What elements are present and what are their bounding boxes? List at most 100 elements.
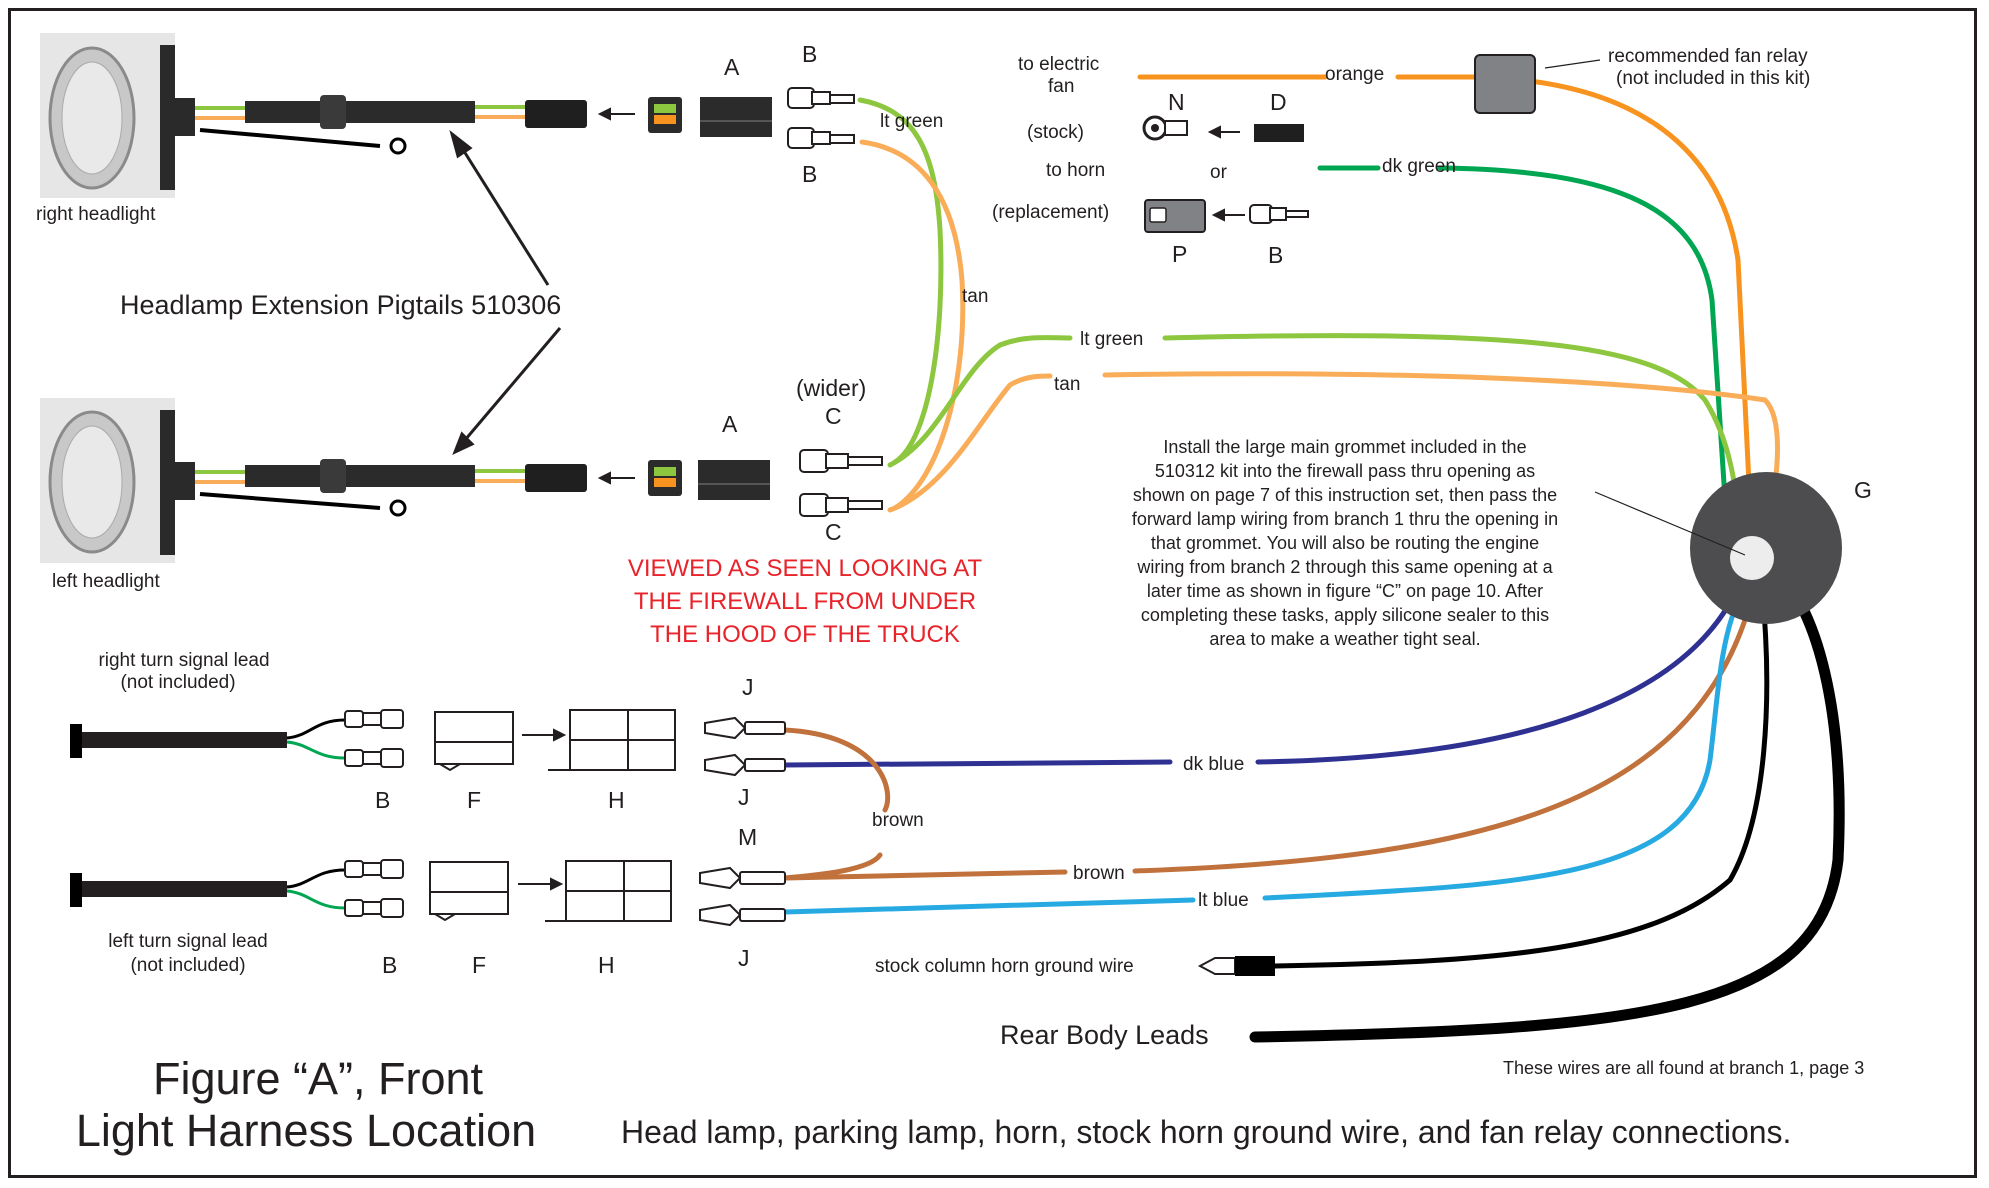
fan-label-2: fan [1048, 76, 1074, 97]
left-headlight-label: left headlight [52, 571, 160, 592]
wire-dk-blue [782, 759, 1173, 768]
wire-rear-body [1249, 554, 1845, 1043]
label-P: P [1172, 241, 1187, 267]
instruction-line: shown on page 7 of this instruction set,… [1133, 485, 1557, 505]
terminals-B-top [787, 87, 855, 149]
terminals-J-M [699, 716, 786, 927]
horn-ground-label: stock column horn ground wire [875, 956, 1134, 977]
instruction-line: area to make a weather tight seal. [1209, 629, 1480, 649]
wire-label-dk-blue: dk blue [1183, 754, 1244, 775]
wire-tan-top [859, 139, 966, 511]
wire-tan-run [1102, 371, 1781, 548]
right-turn-label-2: (not included) [120, 672, 235, 693]
stock-label: (stock) [1027, 122, 1084, 143]
wire-tan-c [887, 373, 1053, 513]
to-horn-label: to horn [1046, 160, 1105, 181]
instruction-line: Install the large main grommet included … [1163, 437, 1526, 457]
wire-lt-blue [1262, 567, 1758, 901]
right-turn-label-1: right turn signal lead [98, 650, 269, 671]
or-label: or [1210, 162, 1228, 183]
connector-A-top [700, 97, 772, 137]
label-C-lower: C [825, 519, 842, 545]
instruction-line: 510312 kit into the firewall pass thru o… [1155, 461, 1535, 481]
wire-label-lt-green-top: lt green [880, 111, 943, 132]
wire-brown-loop [782, 727, 891, 881]
wire-brown-run [782, 869, 1068, 881]
fan-label-1: to electric [1018, 54, 1099, 75]
label-G: G [1854, 477, 1872, 503]
instruction-line: later time as shown in figure “C” on pag… [1147, 581, 1543, 601]
wire-lt-green-top [857, 97, 944, 465]
label-B-horn: B [1268, 242, 1283, 268]
instruction-line: that grommet. You will also be routing t… [1151, 533, 1539, 553]
label-B-top-lower: B [802, 161, 817, 187]
pigtail-arrow-top [460, 147, 550, 286]
figure-title-1: Figure “A”, Front [153, 1053, 484, 1104]
figure-title-2: Light Harness Location [76, 1105, 536, 1156]
wire-label-orange: orange [1325, 64, 1384, 85]
figure-caption: Head lamp, parking lamp, horn, stock hor… [621, 1114, 1791, 1150]
label-H-right-turn: H [608, 787, 625, 813]
connector-D [1254, 124, 1304, 142]
instruction-leader [1594, 491, 1746, 556]
wire-dk-blue [1255, 567, 1748, 765]
right-pigtail [195, 95, 587, 155]
label-B-right-turn: B [375, 787, 390, 813]
left-turn-label-1: left turn signal lead [108, 931, 268, 952]
wire-lt-green-c [887, 335, 1073, 468]
relay-note-1: recommended fan relay [1608, 46, 1808, 67]
warning-line-3: THE HOOD OF THE TRUCK [650, 621, 960, 648]
label-J-bottom: J [738, 945, 750, 971]
connector-F-left [429, 861, 509, 915]
replacement-label: (replacement) [992, 202, 1109, 223]
rear-body-label: Rear Body Leads [1000, 1020, 1209, 1050]
wire-lt-green-run [1162, 333, 1743, 548]
pigtail-arrow-bottom [463, 327, 562, 441]
label-F-left-turn: F [472, 952, 486, 978]
left-turn-label-2: (not included) [130, 955, 245, 976]
label-C-wider: (wider) [796, 375, 866, 401]
connector-mate-top [648, 97, 682, 133]
label-A-bottom: A [722, 411, 738, 437]
terminal-B-horn [1249, 204, 1309, 224]
label-H-left-turn: H [598, 952, 615, 978]
wire-label-tan-run: tan [1054, 374, 1080, 395]
instruction-line: completing these tasks, apply silicone s… [1141, 605, 1549, 625]
connector-A-bottom [698, 460, 770, 500]
right-headlight-label: right headlight [36, 204, 156, 225]
wire-label-lt-green-run: lt green [1080, 329, 1143, 350]
label-J-top: J [742, 674, 754, 700]
wire-brown-run [1132, 557, 1763, 874]
grommet-opening [1730, 536, 1774, 580]
left-turn-signal-lead [70, 859, 404, 918]
horn-ground-plug [1197, 956, 1275, 976]
instruction-block: Install the large main grommet included … [1132, 437, 1558, 649]
label-A-top: A [724, 54, 740, 80]
left-headlight-photo [40, 398, 195, 563]
terminals-C [799, 449, 883, 517]
connector-mate-bottom [648, 460, 682, 496]
right-headlight-photo [40, 33, 195, 198]
ring-terminal-N [1142, 115, 1188, 141]
warning-line-2: THE FIREWALL FROM UNDER [634, 588, 976, 615]
label-J-mid: J [738, 784, 750, 810]
label-F-right-turn: F [467, 787, 481, 813]
wire-label-dk-green: dk green [1382, 156, 1456, 177]
label-B-left-turn: B [382, 952, 397, 978]
label-M: M [738, 824, 757, 850]
warning-line-1: VIEWED AS SEEN LOOKING AT [628, 555, 983, 582]
wire-label-lt-blue: lt blue [1198, 890, 1249, 911]
wire-label-tan-mid: tan [962, 286, 988, 307]
wire-horn-ground [1272, 567, 1770, 969]
wire-label-brown-run: brown [1073, 863, 1125, 884]
fan-relay [1474, 54, 1536, 114]
instruction-line: forward lamp wiring from branch 1 thru t… [1132, 509, 1558, 529]
diagram-frame [8, 8, 1977, 1178]
pigtails-label: Headlamp Extension Pigtails 510306 [120, 290, 561, 320]
relay-note-2: (not included in this kit) [1616, 68, 1810, 89]
connector-F-right [434, 711, 514, 765]
label-N: N [1168, 89, 1185, 115]
label-B-top-upper: B [802, 41, 817, 67]
wire-dk-green [1437, 165, 1731, 548]
